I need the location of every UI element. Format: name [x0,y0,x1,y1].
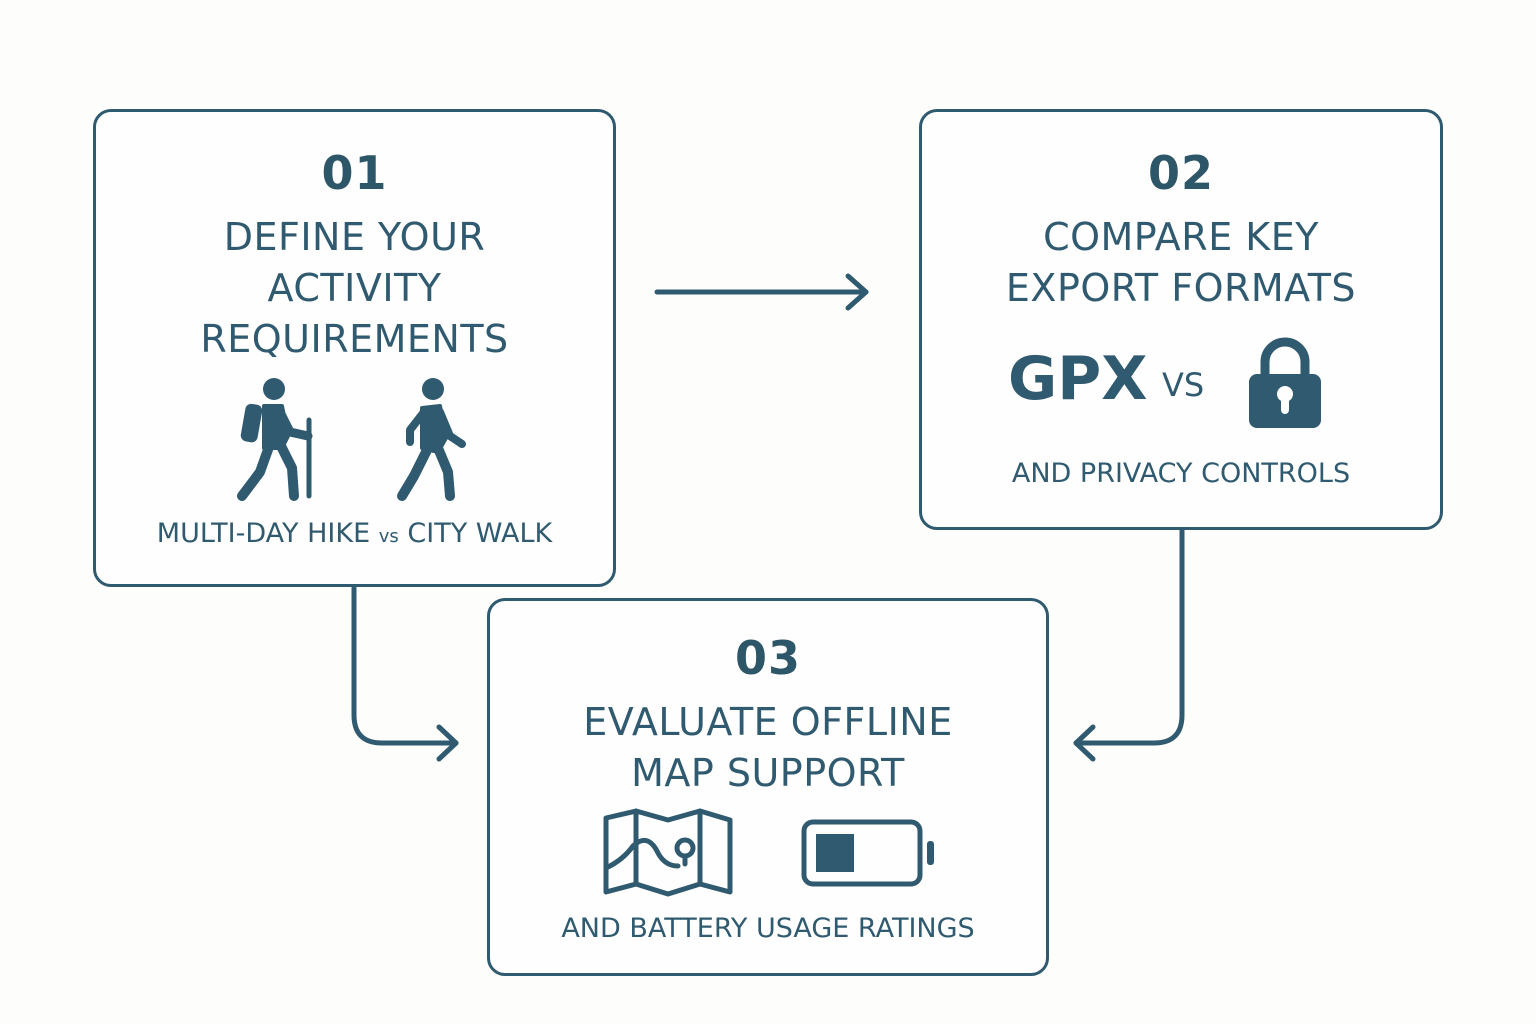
caption-left: MULTI-DAY HIKE [156,518,371,549]
title-line: ACTIVITY [267,266,442,310]
step-card-03: 03 EVALUATE OFFLINE MAP SUPPORT AND BATT… [487,598,1049,976]
walker-icon [397,378,466,501]
step-title: DEFINE YOUR ACTIVITY REQUIREMENTS [96,212,613,365]
step-number: 03 [734,631,801,685]
step-caption: AND PRIVACY CONTROLS [1011,458,1351,489]
gpx-label: GPX [1008,344,1148,414]
vs-label: VS [1162,366,1205,404]
step-caption: AND BATTERY USAGE RATINGS [561,913,975,944]
step-title: EVALUATE OFFLINE MAP SUPPORT [490,697,1046,799]
title-line: EVALUATE OFFLINE [583,700,953,744]
step-card-02: 02 COMPARE KEY EXPORT FORMATS GPX VS AND… [919,109,1443,530]
caption-right: CITY WALK [407,518,553,549]
lock-icon [1249,337,1321,428]
title-line: DEFINE YOUR [223,215,486,259]
title-line: MAP SUPPORT [631,751,905,795]
title-line: REQUIREMENTS [200,317,509,361]
step-caption: MULTI-DAY HIKE vs CITY WALK [96,518,613,549]
arrow-01-to-03 [351,585,459,762]
arrow-01-to-02 [654,273,869,311]
hiker-icon [237,378,313,501]
battery-level-fill [816,834,854,872]
caption-vs: vs [378,526,399,547]
step-number: 01 [321,146,388,200]
step-card-01: 01 DEFINE YOUR ACTIVITY REQUIREMENTS MUL… [93,109,616,587]
title-line: EXPORT FORMATS [1005,266,1357,310]
step-number: 02 [1147,146,1214,200]
map-icon [603,808,733,897]
title-line: COMPARE KEY [1043,215,1319,259]
arrow-02-to-03 [1073,527,1185,762]
step-title: COMPARE KEY EXPORT FORMATS [922,212,1440,314]
battery-icon [801,819,934,887]
